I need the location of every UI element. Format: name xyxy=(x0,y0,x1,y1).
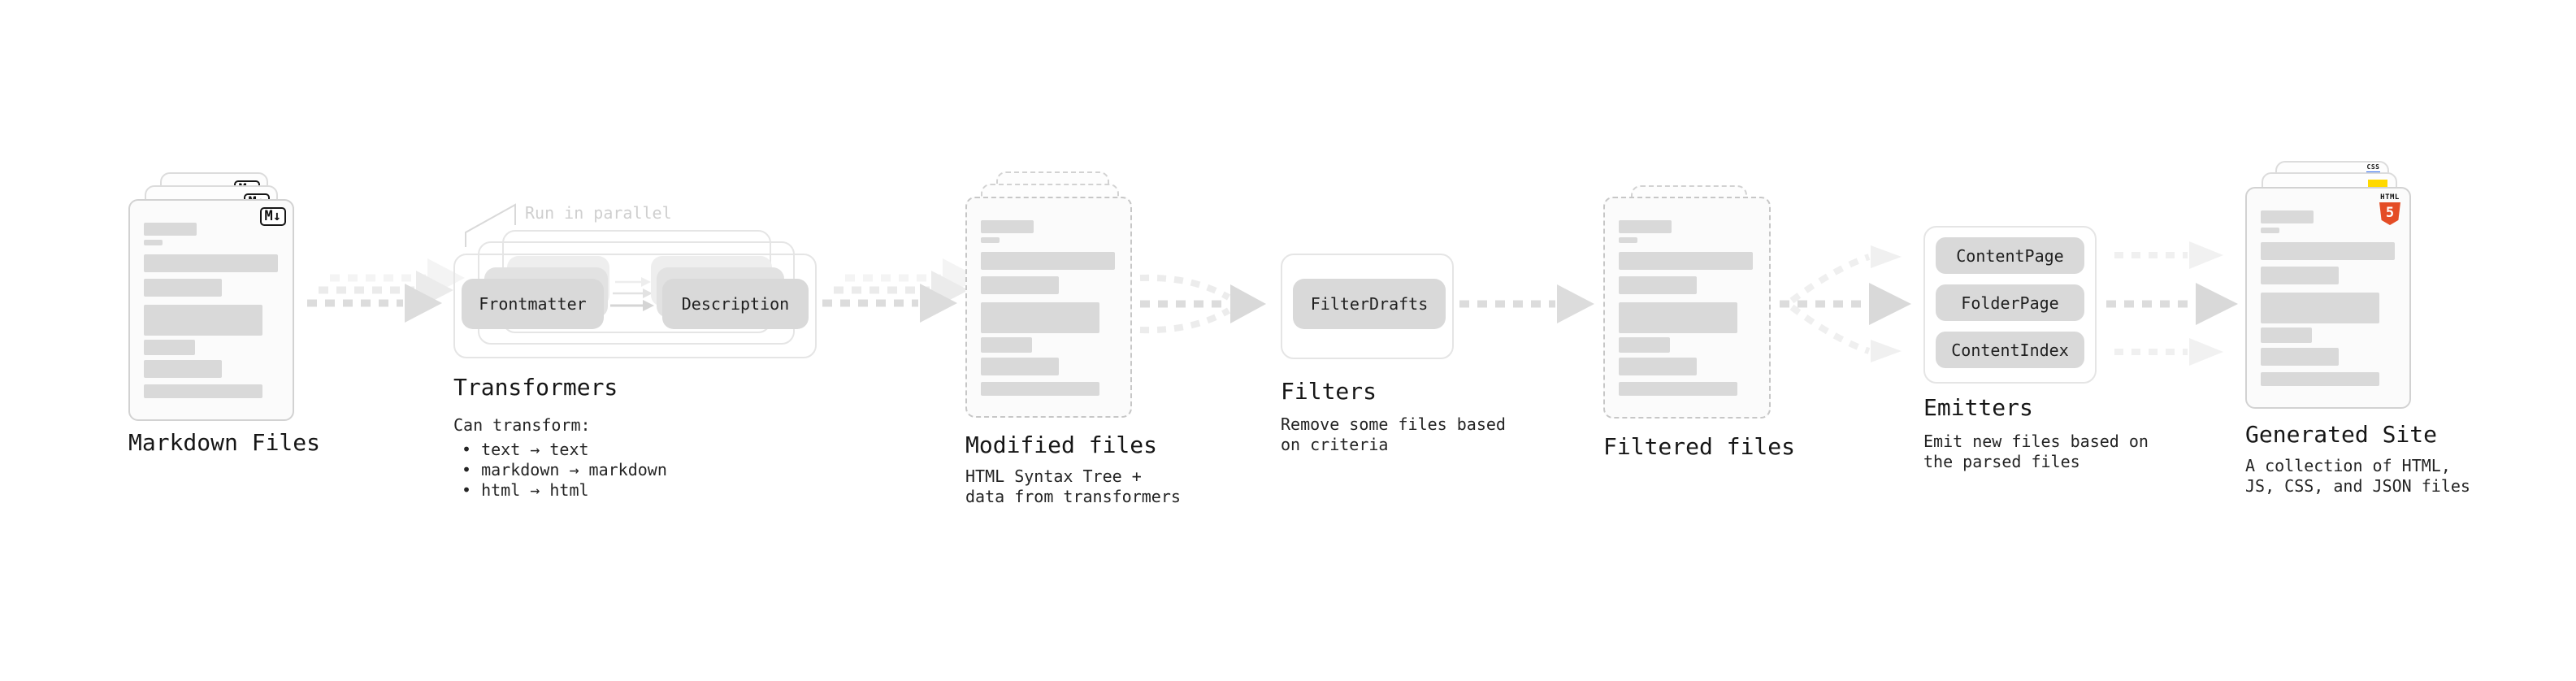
html5-label: HTML xyxy=(2380,193,2400,202)
skeleton-line xyxy=(1619,382,1737,396)
skeleton-line xyxy=(981,237,1000,243)
skeleton-line xyxy=(2261,210,2314,223)
file-skeleton-lines xyxy=(2261,210,2395,386)
folder-page-node: FolderPage xyxy=(1936,284,2084,321)
transformers-box xyxy=(453,254,817,358)
transformers-bullet: • html → html xyxy=(462,480,589,500)
skeleton-line xyxy=(1619,358,1697,375)
filters-title: Filters xyxy=(1281,378,1377,405)
skeleton-line xyxy=(981,276,1059,294)
js-file-icon xyxy=(2368,180,2387,189)
skeleton-line xyxy=(1619,276,1697,294)
markdown-icon: M↓ xyxy=(259,207,286,226)
transformers-bullet: • markdown → markdown xyxy=(462,460,667,479)
modified-file-card xyxy=(965,197,1132,418)
emitters-desc: Emit new files based on xyxy=(1923,432,2149,451)
content-index-node: ContentIndex xyxy=(1936,332,2084,368)
skeleton-line xyxy=(144,360,222,378)
markdown-file-card: M↓ xyxy=(128,199,294,421)
skeleton-line xyxy=(144,384,262,398)
emitters-box xyxy=(1923,226,2097,384)
skeleton-line xyxy=(2261,242,2395,260)
skeleton-line xyxy=(981,358,1059,375)
file-skeleton-lines xyxy=(981,220,1115,396)
transformers-desc-heading: Can transform: xyxy=(453,415,591,435)
filters-desc: on criteria xyxy=(1281,435,1389,454)
file-skeleton-lines xyxy=(1619,220,1753,396)
arrow-modified-to-filters xyxy=(1139,274,1266,334)
arrow-emitters-to-generated xyxy=(2106,241,2238,366)
skeleton-line xyxy=(144,305,262,336)
skeleton-line xyxy=(144,254,278,272)
markdown-files-title: Markdown Files xyxy=(128,429,321,456)
skeleton-line xyxy=(981,302,1099,333)
emitters-desc: the parsed files xyxy=(1923,452,2080,471)
skeleton-line xyxy=(144,240,163,245)
filters-desc: Remove some files based xyxy=(1281,414,1506,434)
arrow-filters-to-filtered xyxy=(1459,284,1594,323)
description-node: Description xyxy=(662,279,809,329)
skeleton-line xyxy=(1619,337,1670,353)
skeleton-line xyxy=(2261,293,2379,323)
css-label: CSS xyxy=(2366,163,2380,171)
skeleton-line xyxy=(144,223,197,236)
arrow-filtered-to-emitters xyxy=(1780,245,1911,362)
file-skeleton-lines xyxy=(144,223,278,398)
html5-icon: HTML 5 xyxy=(2379,193,2401,225)
generated-site-desc: A collection of HTML, xyxy=(2245,456,2451,475)
skeleton-line xyxy=(2261,228,2279,233)
modified-files-desc: data from transformers xyxy=(965,487,1181,506)
generated-site-title: Generated Site xyxy=(2245,421,2438,448)
arrow-markdown-to-transformers xyxy=(307,258,465,323)
generated-file-card: HTML 5 xyxy=(2245,187,2411,409)
run-in-parallel-note: Run in parallel xyxy=(525,203,672,223)
skeleton-line xyxy=(2261,348,2339,366)
filters-box xyxy=(1281,254,1454,359)
filter-drafts-node: FilterDrafts xyxy=(1293,279,1446,329)
arrow-transformers-to-modified xyxy=(822,258,980,323)
filtered-file-card xyxy=(1603,197,1771,419)
skeleton-line xyxy=(981,252,1115,270)
skeleton-line xyxy=(144,340,195,355)
skeleton-line xyxy=(981,220,1034,233)
transformers-title: Transformers xyxy=(453,374,618,401)
content-page-node: ContentPage xyxy=(1936,237,2084,274)
generated-site-desc: JS, CSS, and JSON files xyxy=(2245,476,2470,496)
modified-files-desc: HTML Syntax Tree + xyxy=(965,466,1142,486)
transformers-bullet: • text → text xyxy=(462,440,589,459)
skeleton-line xyxy=(1619,302,1737,333)
filtered-files-title: Filtered files xyxy=(1603,433,1796,460)
skeleton-line xyxy=(2261,372,2379,386)
skeleton-line xyxy=(2261,327,2312,343)
skeleton-line xyxy=(981,337,1032,353)
skeleton-line xyxy=(2261,267,2339,284)
skeleton-line xyxy=(1619,252,1753,270)
skeleton-line xyxy=(144,279,222,297)
skeleton-line xyxy=(981,382,1099,396)
modified-files-title: Modified files xyxy=(965,432,1158,458)
skeleton-line xyxy=(1619,220,1672,233)
emitters-title: Emitters xyxy=(1923,394,2033,421)
skeleton-line xyxy=(1619,237,1637,243)
frontmatter-node: Frontmatter xyxy=(462,279,604,329)
